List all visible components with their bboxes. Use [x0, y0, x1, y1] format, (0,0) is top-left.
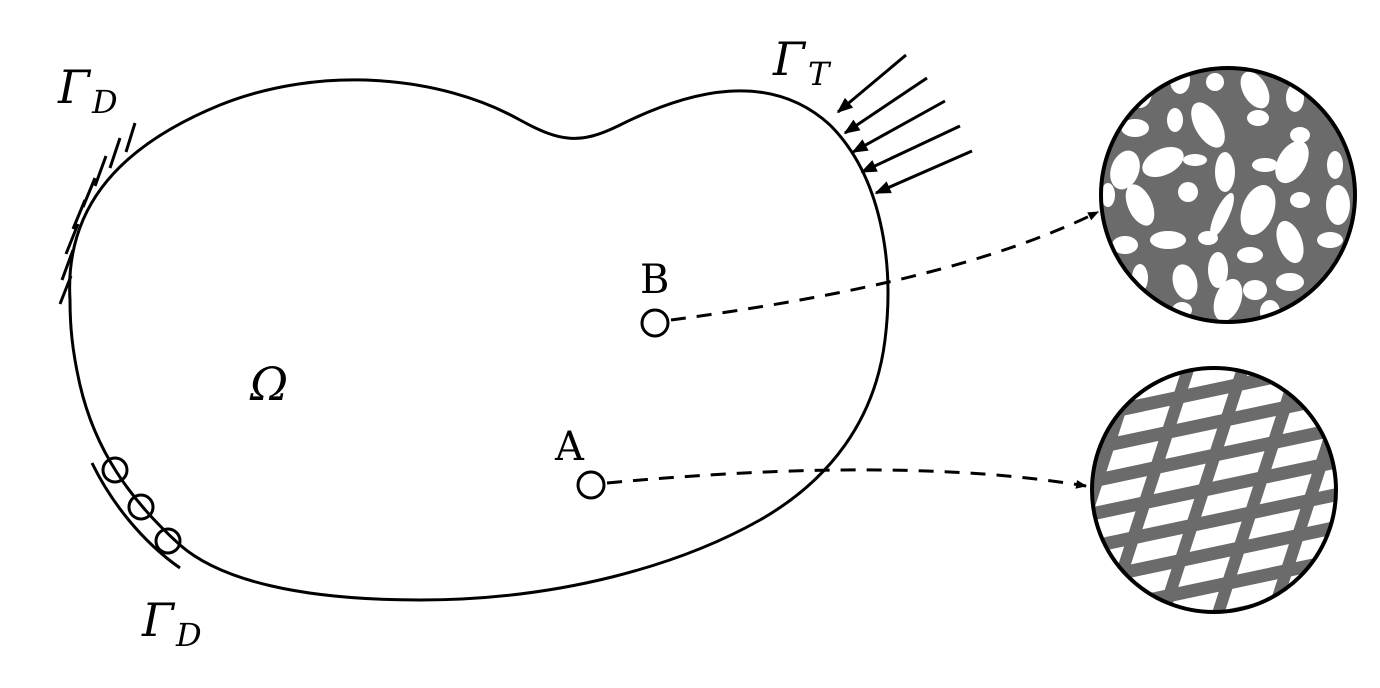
svg-text:Γ: Γ: [141, 593, 176, 647]
svg-text:D: D: [175, 616, 202, 654]
microstructure-a-border: [1090, 366, 1338, 614]
svg-text:Γ: Γ: [57, 60, 92, 114]
dashed-arrow-a: [606, 468, 1088, 489]
label-gamma-d-bottom: Γ D: [141, 593, 202, 654]
dashed-arrow-b: [670, 210, 1099, 322]
label-gamma-t: Γ T: [772, 32, 832, 93]
microstructure-a-grid: [1090, 366, 1338, 614]
svg-text:T: T: [808, 55, 832, 93]
microstructure-b-border: [1099, 66, 1357, 324]
label-point-a: A: [554, 424, 585, 470]
point-a-marker: [576, 470, 606, 500]
microstructure-b-inclusions: [1099, 66, 1357, 324]
label-gamma-d-top: Γ D: [57, 60, 118, 121]
label-omega: Ω: [249, 357, 288, 411]
roller-support: [90, 456, 182, 570]
svg-text:D: D: [91, 83, 118, 121]
point-b-marker: [640, 308, 670, 338]
svg-text:Γ: Γ: [772, 32, 807, 86]
label-point-b: B: [640, 257, 669, 303]
fixed-support-hatching: [58, 122, 137, 305]
traction-arrows: [836, 53, 973, 195]
domain-boundary: [68, 78, 890, 602]
